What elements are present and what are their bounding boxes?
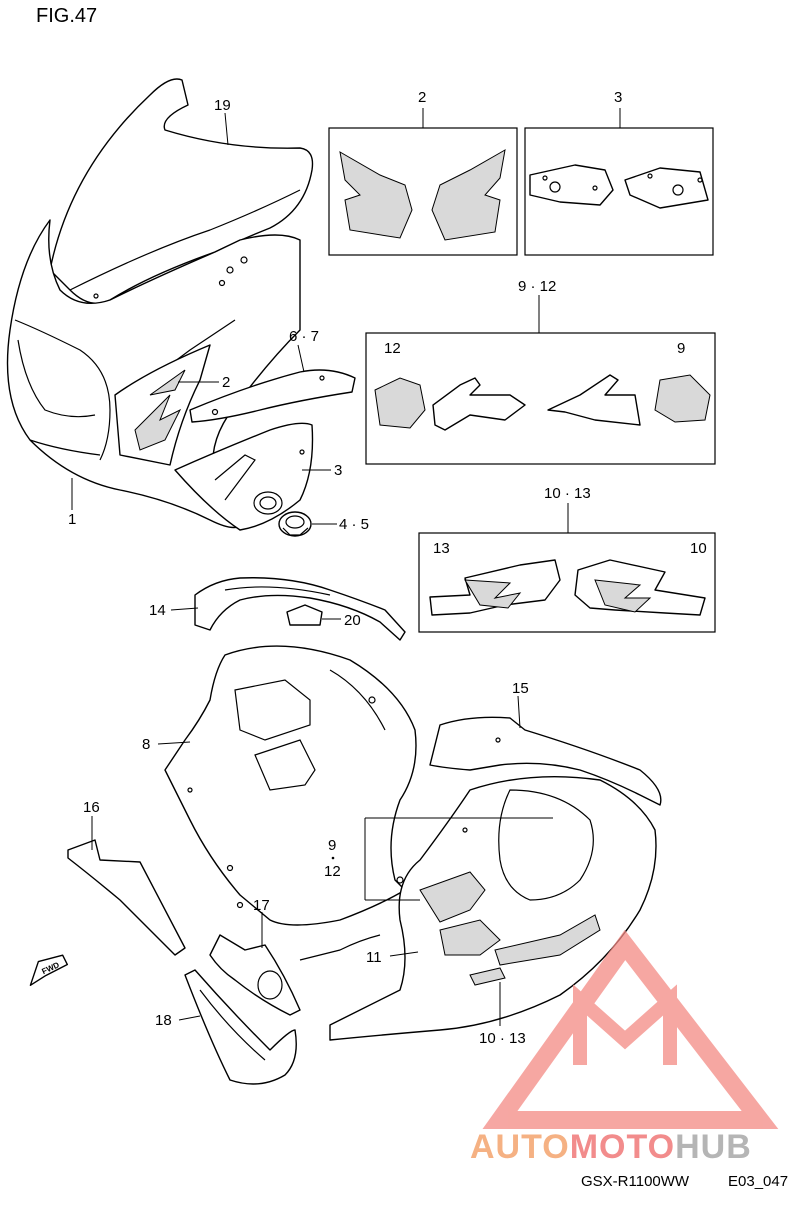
inner-panel-part-16: [67, 839, 186, 956]
callout-4-5: 4 · 5: [339, 516, 369, 533]
callout-18: 18: [155, 1012, 172, 1029]
windscreen-part-19: [49, 78, 314, 304]
watermark-text: AUTOMOTOHUB: [470, 1128, 752, 1166]
side-panel-decal-2: [114, 344, 211, 466]
callout-12-lower: 12: [324, 863, 341, 880]
callout-2-box: 2: [418, 89, 426, 106]
cowling-side-part-3: [174, 422, 314, 531]
callout-1: 1: [68, 511, 76, 528]
rivet-part-4-5: [278, 511, 312, 537]
model-code: GSX-R1100WW: [581, 1173, 690, 1190]
forward-direction-arrow-icon: FWD: [29, 954, 69, 986]
under-cowling-part-15: [429, 716, 662, 806]
callout-6-7: 6 · 7: [289, 328, 319, 345]
decal-box-10-13: [418, 532, 716, 633]
callout-9-in-box: 9: [677, 340, 685, 357]
page-code: E03_047: [728, 1173, 788, 1190]
decal-box-3: [524, 127, 714, 256]
inner-panel-part-6-7: [189, 369, 356, 423]
decal-box-9-12: [365, 332, 716, 465]
side-fairing-part-8: [164, 645, 417, 926]
lower-cowling-part-11: [299, 775, 657, 1041]
panel-part-18: [184, 969, 297, 1085]
callout-10-in-box: 10: [690, 540, 707, 557]
callout-dot-9-12: [331, 856, 335, 860]
callout-8: 8: [142, 736, 150, 753]
callout-3-box: 3: [614, 89, 622, 106]
callout-17: 17: [253, 897, 270, 914]
leader-lines: [71, 108, 621, 1026]
automotohub-logo: [482, 929, 779, 1129]
callout-15: 15: [512, 680, 529, 697]
callout-19: 19: [214, 97, 231, 114]
callout-2: 2: [222, 374, 230, 391]
bracket-part-14: [194, 577, 406, 641]
callout-12-in-box: 12: [384, 340, 401, 357]
callout-10-13-box: 10 · 13: [544, 485, 591, 502]
callout-16: 16: [83, 799, 100, 816]
cover-part-17: [209, 934, 301, 1016]
callout-9-lower: 9: [328, 837, 336, 854]
pad-part-20: [286, 604, 323, 626]
callout-13-in-box: 13: [433, 540, 450, 557]
callout-3: 3: [334, 462, 342, 479]
callout-14: 14: [149, 602, 166, 619]
callout-20: 20: [344, 612, 361, 629]
callout-11: 11: [366, 949, 382, 966]
callout-10-13-lower: 10 · 13: [479, 1030, 526, 1047]
decal-box-2: [328, 127, 518, 256]
callout-9-12-box: 9 · 12: [518, 278, 556, 295]
figure-title: FIG.47: [36, 5, 97, 27]
